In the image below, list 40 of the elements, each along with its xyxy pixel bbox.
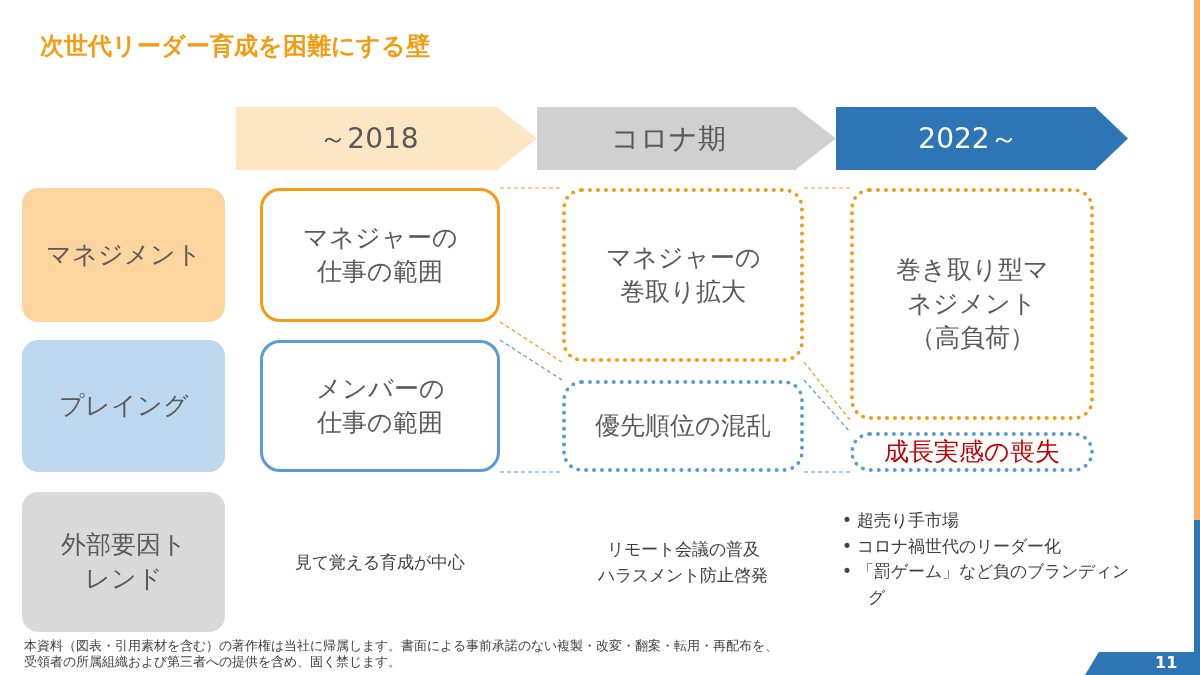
box-text: 巻き取り型マネジメント（高負荷） xyxy=(894,254,1050,354)
slide-title: 次世代リーダー育成を困難にする壁 xyxy=(40,31,430,62)
period-label: コロナ期 xyxy=(611,120,726,157)
box-text: マネジャーの巻取り拡大 xyxy=(604,242,762,308)
row-label: マネジメント xyxy=(45,239,202,272)
guide-line xyxy=(499,187,563,189)
box-text: 成長実感の喪失 xyxy=(884,436,1060,469)
trend-text: リモート会議の普及 xyxy=(605,538,761,561)
content-box xyxy=(562,188,804,362)
row-label: 外部要因トレンド xyxy=(59,529,188,595)
content-box xyxy=(850,188,1094,420)
box-text: マネジャーの仕事の範囲 xyxy=(301,222,459,288)
guide-line xyxy=(803,361,851,421)
content-box xyxy=(562,380,804,472)
trend-text: ハラスメント防止啓発 xyxy=(597,564,769,587)
box-text: メンバーの仕事の範囲 xyxy=(314,373,446,439)
bullet-item: • 超売り手市場 xyxy=(842,509,961,532)
period-label: ～2018 xyxy=(319,120,419,157)
box-text: 優先順位の混乱 xyxy=(595,410,771,443)
copyright-notice: 本資料（図表・引用素材を含む）の著作権は当社に帰属します。書面による事前承諾のない複製・改変・翻案・転用・再配布を、受領者の所属組織および第三者への提供を含め、固く禁じます。 xyxy=(24,638,779,671)
page-number: 11 xyxy=(1155,653,1178,672)
guide-line xyxy=(499,321,563,363)
period-label: 2022～ xyxy=(918,120,1018,157)
bullet-item: • 「罰ゲーム」など負のブランディング xyxy=(842,560,1131,609)
content-box xyxy=(260,340,500,472)
guide-line xyxy=(803,379,851,433)
guide-line xyxy=(499,471,563,473)
guide-line xyxy=(803,471,851,473)
row-label: プレイング xyxy=(58,390,189,423)
trend-text: 見て覚える育成が中心 xyxy=(294,551,466,574)
chevron-arrow-head xyxy=(795,107,836,170)
row-header xyxy=(22,188,225,322)
chevron-arrow-head xyxy=(1095,107,1128,170)
bullet-item: • コロナ禍世代のリーダー化 xyxy=(842,534,1063,558)
guide-line xyxy=(803,187,851,189)
row-header xyxy=(22,492,225,632)
chevron-arrow-head xyxy=(497,107,537,170)
content-box xyxy=(260,188,500,322)
row-header xyxy=(22,340,225,472)
guide-line xyxy=(499,339,563,381)
